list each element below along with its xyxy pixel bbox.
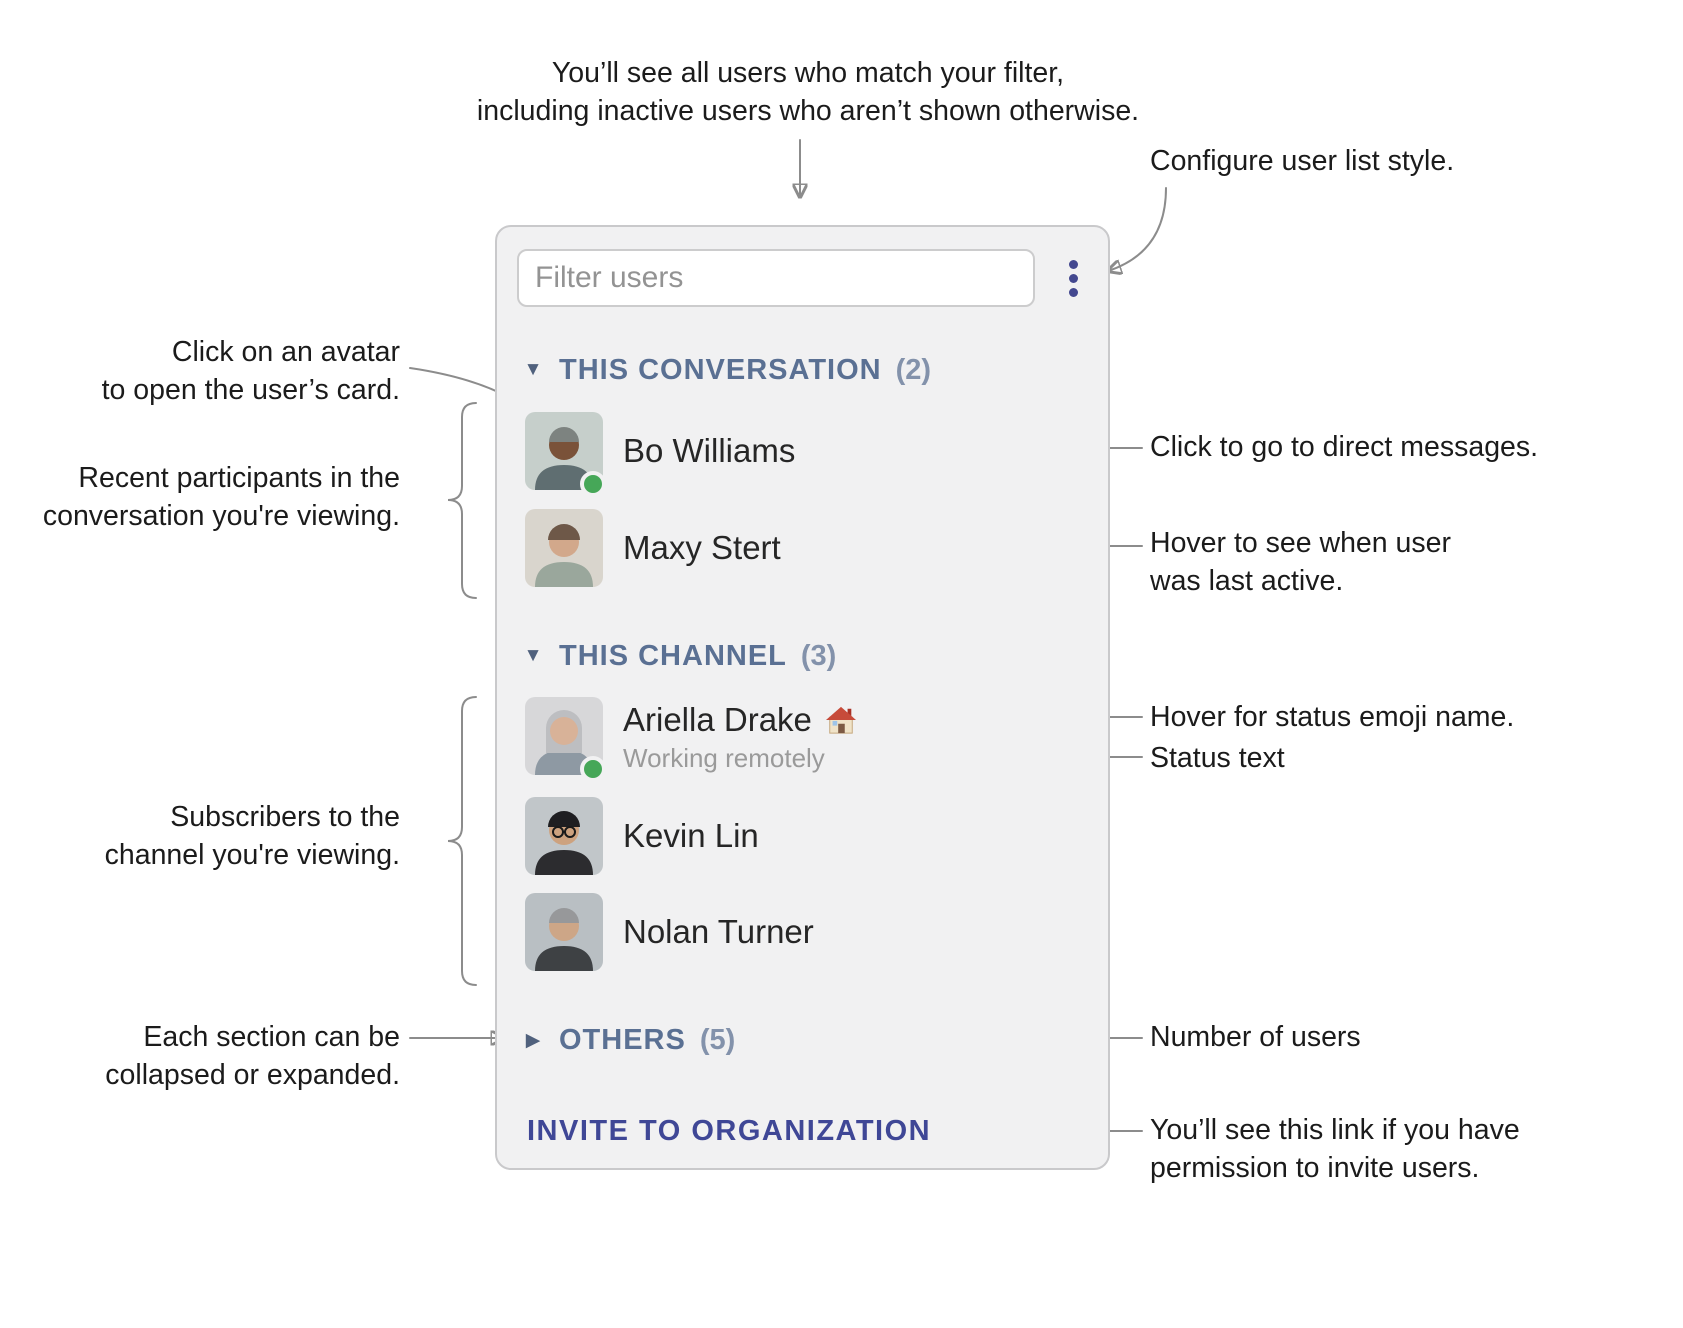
user-row-maxy-stert[interactable]: Maxy Stert [525,509,781,587]
annotation-recent-participants: Recent participants in the conversation … [42,462,400,532]
user-list-panel: ▼ THIS CONVERSATION (2) Bo Williams [495,225,1110,1170]
kebab-dot [1068,287,1078,297]
user-text-block: Ariella Drake Working remotely [623,697,858,773]
kebab-dot [1068,273,1078,283]
avatar[interactable] [525,697,606,782]
user-row-kevin-lin[interactable]: Kevin Lin [525,797,759,875]
avatar[interactable] [525,412,606,497]
chevron-collapsed-icon: ▶ [525,1029,541,1051]
house-status-emoji-icon [824,705,858,735]
annotation-subscribers: Subscribers to the channel you're viewin… [104,801,400,871]
section-header-others[interactable]: ▶ OTHERS (5) [521,1023,736,1057]
section-count: (2) [895,353,932,386]
brace-subscribers [447,696,477,986]
brace-participants [447,402,477,599]
user-name[interactable]: Kevin Lin [623,817,759,854]
avatar-photo [525,797,603,875]
annotation-avatar-card: Click on an avatar to open the user’s ca… [101,336,400,406]
avatar-photo [525,893,603,971]
filter-users-input[interactable] [517,249,1035,307]
section-label: OTHERS [559,1023,686,1056]
presence-active-icon [580,471,606,497]
chevron-expanded-icon: ▼ [523,359,543,380]
annotation-user-count: Number of users [1150,1021,1361,1053]
avatar[interactable] [525,893,603,971]
section-header-this-channel[interactable]: ▼ THIS CHANNEL (3) [521,639,837,673]
annotation-direct-messages: Click to go to direct messages. [1150,431,1539,463]
user-name[interactable]: Bo Williams [623,432,796,469]
user-name[interactable]: Maxy Stert [623,529,781,566]
avatar-photo [525,697,603,775]
kebab-dot [1068,259,1078,269]
annotation-collapse-expand: Each section can be collapsed or expande… [105,1021,400,1091]
connector-configure-curve [1108,187,1167,271]
annotation-status-emoji: Hover for status emoji name. [1150,701,1515,733]
section-header-this-conversation[interactable]: ▼ THIS CONVERSATION (2) [521,353,931,387]
invite-to-organization-link[interactable]: INVITE TO ORGANIZATION [527,1115,932,1147]
section-label: THIS CHANNEL [559,639,787,672]
avatar-photo [525,509,603,587]
section-count: (3) [800,639,837,672]
section-label: THIS CONVERSATION [559,353,882,386]
annotation-status-text: Status text [1150,742,1285,774]
user-name-line: Ariella Drake [623,697,858,743]
annotation-last-active: Hover to see when user was last active. [1150,527,1451,597]
user-row-bo-williams[interactable]: Bo Williams [525,412,796,497]
user-list-menu-icon[interactable] [1049,249,1097,307]
presence-active-icon [580,756,606,782]
user-row-nolan-turner[interactable]: Nolan Turner [525,893,814,971]
annotation-configure-style: Configure user list style. [1150,145,1455,177]
user-row-ariella-drake[interactable]: Ariella Drake Working remotely [525,697,858,782]
user-name[interactable]: Nolan Turner [623,913,814,950]
chevron-expanded-icon: ▼ [523,645,543,666]
user-name[interactable]: Ariella Drake [623,701,812,738]
user-status-text: Working remotely [623,743,825,773]
annotation-filter-results: You’ll see all users who match your filt… [476,57,1140,127]
avatar[interactable] [525,797,603,875]
section-count: (5) [699,1023,736,1056]
annotation-invite-permission: You’ll see this link if you have permiss… [1150,1114,1520,1184]
avatar[interactable] [525,509,603,587]
